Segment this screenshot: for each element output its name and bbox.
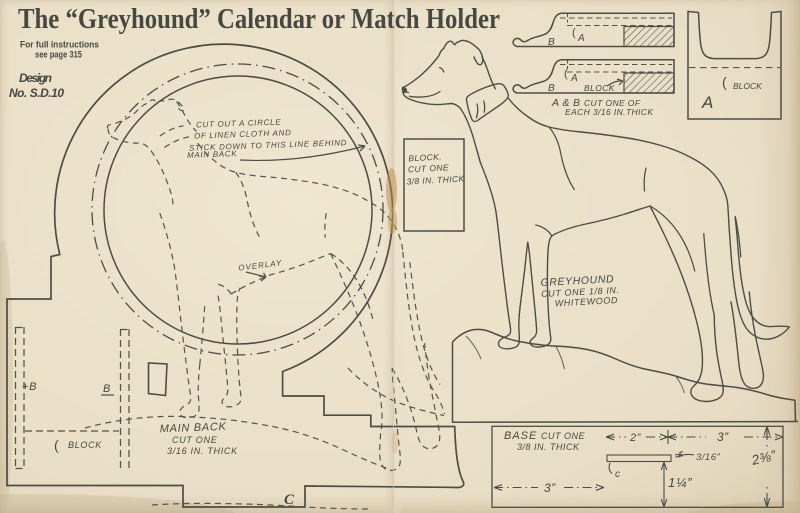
svg-text:3”: 3” bbox=[544, 481, 556, 495]
svg-text:A: A bbox=[577, 33, 585, 44]
svg-text:BLOCK: BLOCK bbox=[733, 81, 762, 91]
svg-text:CUT ONE: CUT ONE bbox=[172, 435, 218, 445]
svg-text:A: A bbox=[701, 93, 713, 112]
svg-text:2⅜”: 2⅜” bbox=[749, 447, 778, 468]
svg-text:(: ( bbox=[564, 68, 568, 80]
svg-text:CUT ONE 1/8 IN.: CUT ONE 1/8 IN. bbox=[541, 285, 620, 299]
svg-text:3/16 IN. THICK: 3/16 IN. THICK bbox=[167, 446, 238, 456]
svg-text:CUT ONE: CUT ONE bbox=[541, 431, 585, 441]
svg-text:A: A bbox=[570, 73, 578, 84]
svg-text:(: ( bbox=[722, 74, 727, 90]
svg-text:For full instructions: For full instructions bbox=[20, 40, 99, 51]
svg-text:(: ( bbox=[54, 437, 59, 453]
svg-text:BASE: BASE bbox=[504, 430, 537, 442]
svg-text:B: B bbox=[548, 37, 555, 48]
svg-text:C: C bbox=[284, 492, 295, 508]
svg-text:EACH 3/16 IN.THICK: EACH 3/16 IN.THICK bbox=[565, 107, 653, 117]
svg-text:MAIN BACK: MAIN BACK bbox=[187, 149, 238, 160]
svg-text:3/8 IN. THICK: 3/8 IN. THICK bbox=[406, 173, 465, 186]
svg-text:CUT ONE OF: CUT ONE OF bbox=[584, 98, 641, 108]
svg-text:Design: Design bbox=[19, 71, 52, 85]
svg-text:A & B: A & B bbox=[551, 97, 580, 109]
svg-text:3”: 3” bbox=[717, 430, 729, 444]
svg-text:see page 315: see page 315 bbox=[35, 50, 83, 61]
svg-text:BLOCK: BLOCK bbox=[68, 440, 102, 450]
svg-text:1¼”: 1¼” bbox=[668, 475, 692, 490]
svg-text:BLOCK.: BLOCK. bbox=[408, 152, 442, 164]
svg-text:3/16”: 3/16” bbox=[696, 452, 720, 463]
svg-text:(: ( bbox=[572, 27, 576, 39]
svg-text:2”: 2” bbox=[629, 432, 642, 444]
svg-text:OF LINEN CLOTH AND: OF LINEN CLOTH AND bbox=[194, 128, 292, 140]
svg-text:No. S.D.10: No. S.D.10 bbox=[9, 86, 64, 100]
svg-text:WHITEWOOD: WHITEWOOD bbox=[554, 295, 618, 308]
svg-text:MAIN BACK: MAIN BACK bbox=[160, 421, 227, 435]
svg-text:+B: +B bbox=[22, 381, 37, 393]
svg-text:The “Greyhound” Calendar or Ma: The “Greyhound” Calendar or Match Holder bbox=[18, 3, 500, 35]
svg-text:CUT ONE: CUT ONE bbox=[408, 162, 450, 174]
svg-text:GREYHOUND: GREYHOUND bbox=[540, 273, 614, 289]
svg-text:B: B bbox=[103, 383, 111, 395]
svg-text:BLOCK: BLOCK bbox=[584, 83, 615, 93]
svg-text:CUT OUT A CIRCLE: CUT OUT A CIRCLE bbox=[196, 117, 282, 129]
svg-text:c: c bbox=[615, 469, 620, 480]
svg-text:B: B bbox=[548, 83, 555, 94]
svg-text:3/8 IN. THICK: 3/8 IN. THICK bbox=[517, 442, 580, 452]
